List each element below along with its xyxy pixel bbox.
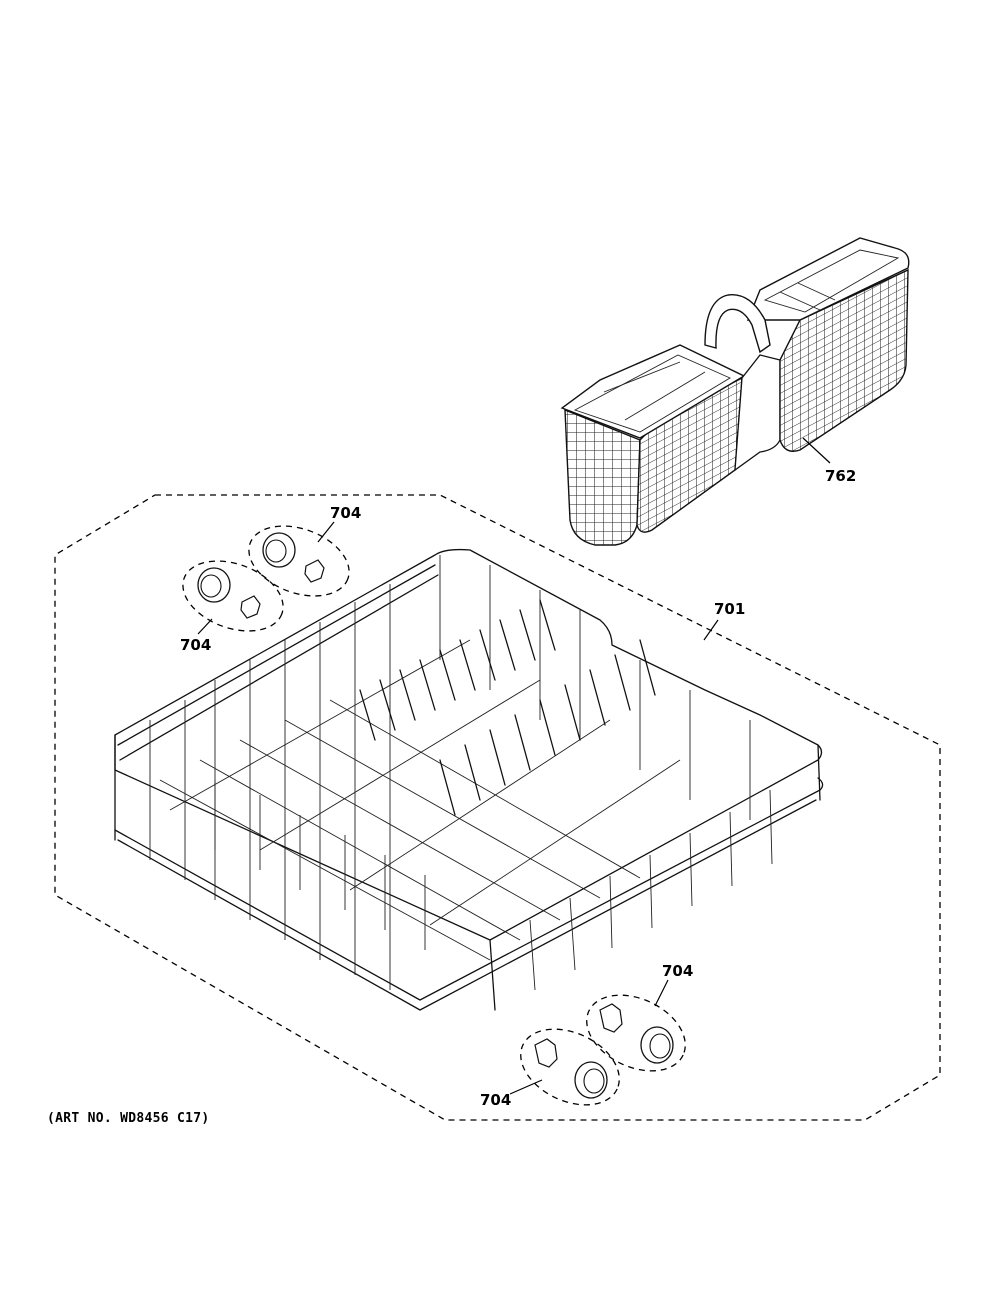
wheel-assembly-bottom-right[interactable] bbox=[575, 980, 698, 1086]
callout-704-top-right: 704 bbox=[330, 504, 361, 522]
art-number: (ART NO. WD8456 C17) bbox=[47, 1111, 210, 1126]
wheel-assembly-top-right[interactable] bbox=[239, 513, 359, 609]
callout-704-top-left: 704 bbox=[180, 636, 211, 654]
wheel-assembly-top-left[interactable] bbox=[173, 548, 293, 644]
dish-rack[interactable] bbox=[114, 548, 824, 1011]
callout-762: 762 bbox=[825, 467, 856, 485]
cutlery-basket[interactable] bbox=[560, 237, 910, 546]
callout-701: 701 bbox=[714, 600, 745, 618]
rack-group-outline bbox=[54, 494, 941, 1121]
leader-762 bbox=[802, 437, 831, 464]
wheel-assembly-bottom-left[interactable] bbox=[509, 1014, 632, 1120]
callout-704-bottom-right: 704 bbox=[662, 962, 693, 980]
callout-704-bottom-left: 704 bbox=[480, 1091, 511, 1109]
leader-701 bbox=[703, 619, 719, 641]
